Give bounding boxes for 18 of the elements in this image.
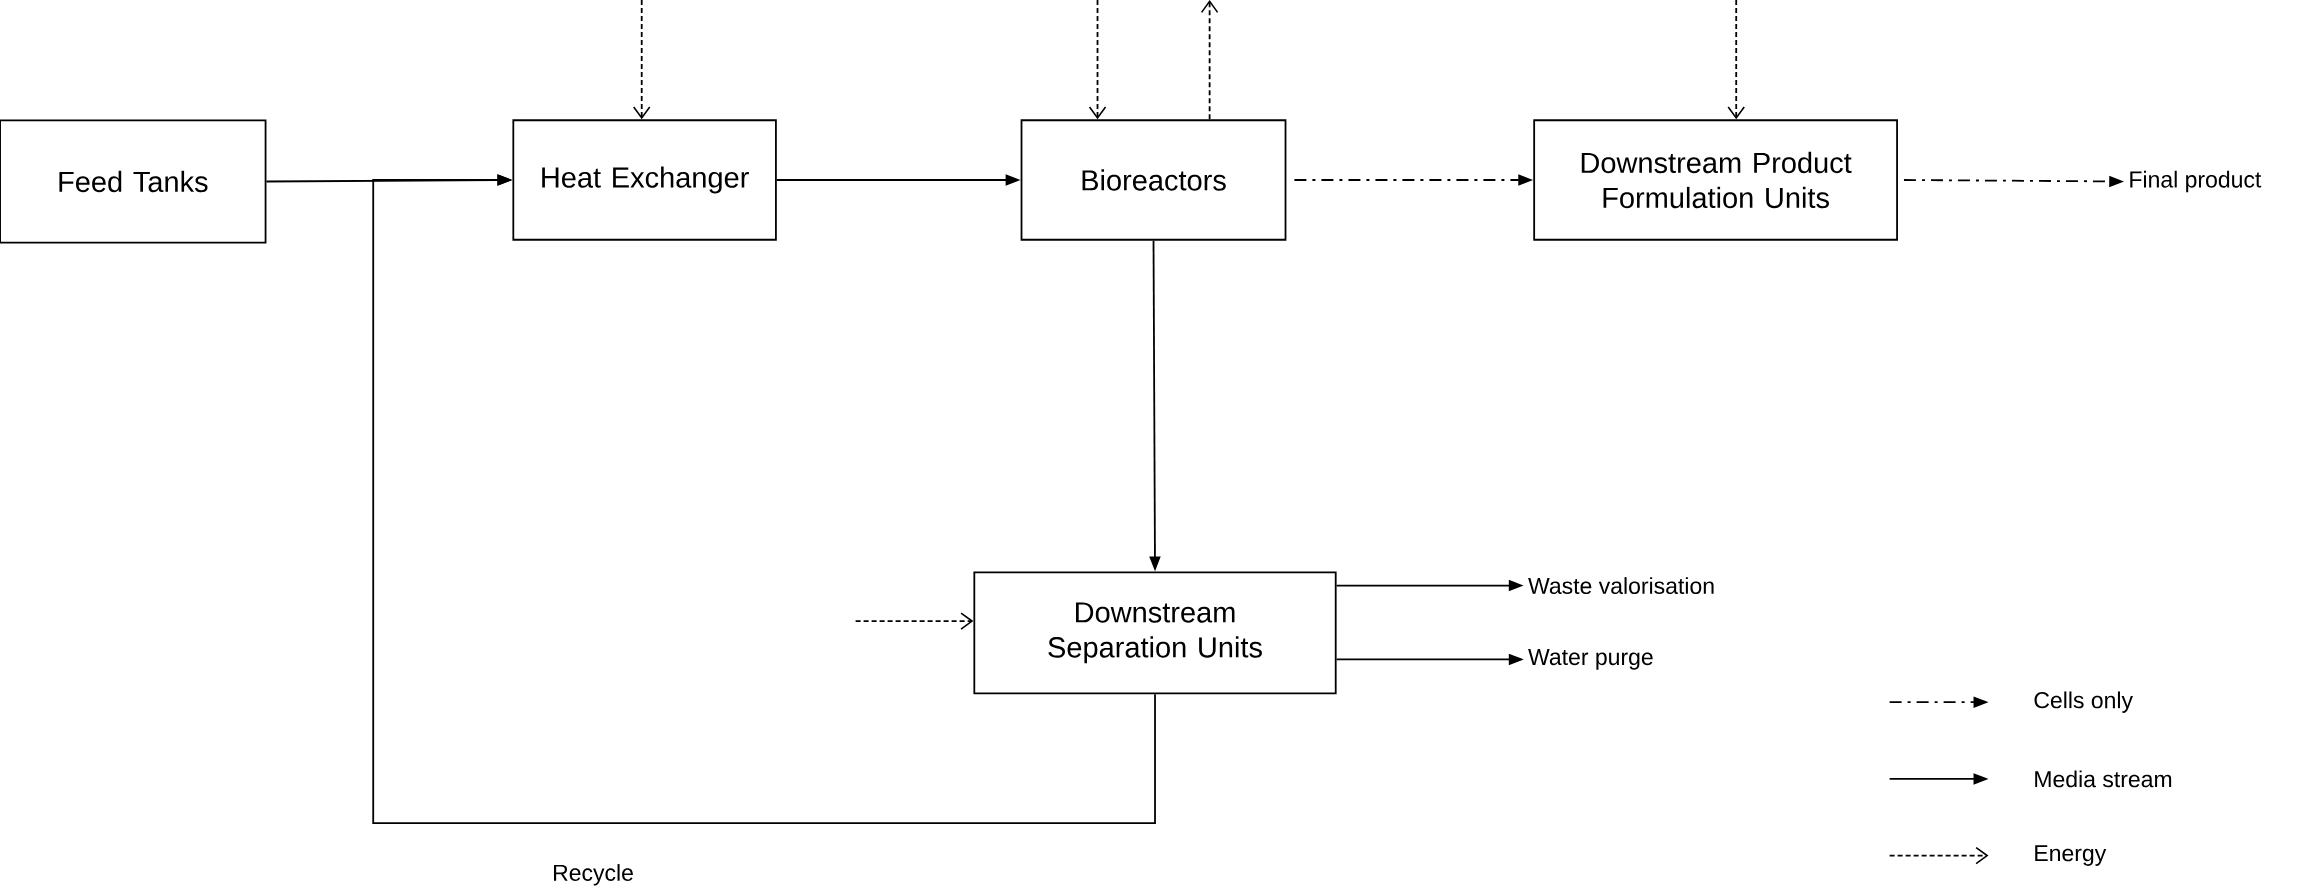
legend-text: Energy bbox=[2035, 845, 2107, 866]
process-box: Feed Tanks bbox=[0, 119, 267, 244]
output-label: Final product bbox=[2130, 170, 2262, 193]
output-label: Water purge bbox=[1528, 649, 1653, 670]
process-box: Downstream Separation Units bbox=[973, 571, 1337, 695]
output-label: Waste valorisation bbox=[1528, 577, 1714, 595]
energy-arrow bbox=[632, 0, 651, 120]
energy-arrow bbox=[1727, 0, 1745, 120]
energy-arrow bbox=[854, 612, 974, 630]
legend-text: Cells only bbox=[2034, 691, 2133, 713]
energy-arrow bbox=[1200, 0, 1219, 121]
flow-arrow bbox=[372, 174, 1156, 824]
legend-text: Media stream bbox=[2035, 770, 2172, 788]
process-box: Heat Exchanger bbox=[512, 119, 777, 241]
process-box: Downstream Product Formulation Units bbox=[1533, 119, 1898, 241]
energy-arrow bbox=[1088, 0, 1107, 120]
process-box: Bioreactors bbox=[1020, 119, 1287, 241]
recycle-label: Recycle bbox=[554, 864, 633, 886]
